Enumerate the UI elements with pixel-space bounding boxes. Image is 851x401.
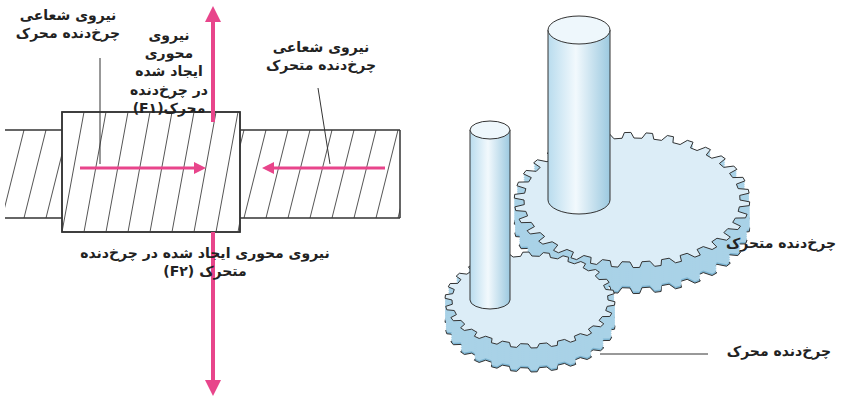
callout-label: چرخ‌دنده محرک (712, 342, 846, 360)
helix-stroke (128, 112, 150, 232)
drive-gear-body (62, 112, 240, 232)
shaft-end (548, 16, 610, 44)
axial-force-arrow (211, 14, 215, 122)
helix-stroke (24, 130, 46, 218)
helix-stroke (194, 112, 216, 232)
shaft (470, 130, 510, 309)
shaft-end (470, 121, 510, 139)
helix-stroke (376, 130, 398, 218)
helix-stroke (398, 130, 400, 218)
helix-stroke (244, 130, 266, 218)
shaft (548, 30, 610, 214)
driven-gear-edge (399, 130, 401, 218)
leader-line (318, 88, 330, 164)
gear-pair (445, 16, 750, 372)
callout-label: نیروی محوری ایجاد شده در چرخ‌دنده متحرک … (70, 244, 340, 280)
helix-stroke (332, 130, 354, 218)
callout-label: نیروی شعاعی چرخ‌دنده محرک (4, 6, 132, 42)
radial-force-arrow (268, 167, 385, 170)
helix-stroke (150, 112, 172, 232)
helix-stroke (106, 112, 128, 232)
helix-stroke (62, 112, 84, 232)
helix-stroke (5, 130, 24, 218)
helix-stroke (216, 112, 238, 232)
helix-stroke (84, 112, 106, 232)
callout-label: نیروی شعاعی چرخ‌دنده متحرک (262, 38, 380, 74)
helix-stroke (288, 130, 310, 218)
helix-stroke (354, 130, 376, 218)
drive-gear-teeth (62, 112, 240, 232)
callout-label: چرخ‌دنده متحرک (716, 234, 846, 252)
helix-stroke (172, 112, 194, 232)
leader-line (600, 354, 708, 355)
radial-force-arrow (80, 167, 200, 170)
helix-stroke (266, 130, 288, 218)
callout-label: نیروی محوری ایجاد شده در چرخ‌دنده محرک(F… (130, 26, 208, 117)
drive-gear-outline (62, 112, 240, 232)
helix-stroke (310, 130, 332, 218)
leader-line (100, 58, 101, 164)
